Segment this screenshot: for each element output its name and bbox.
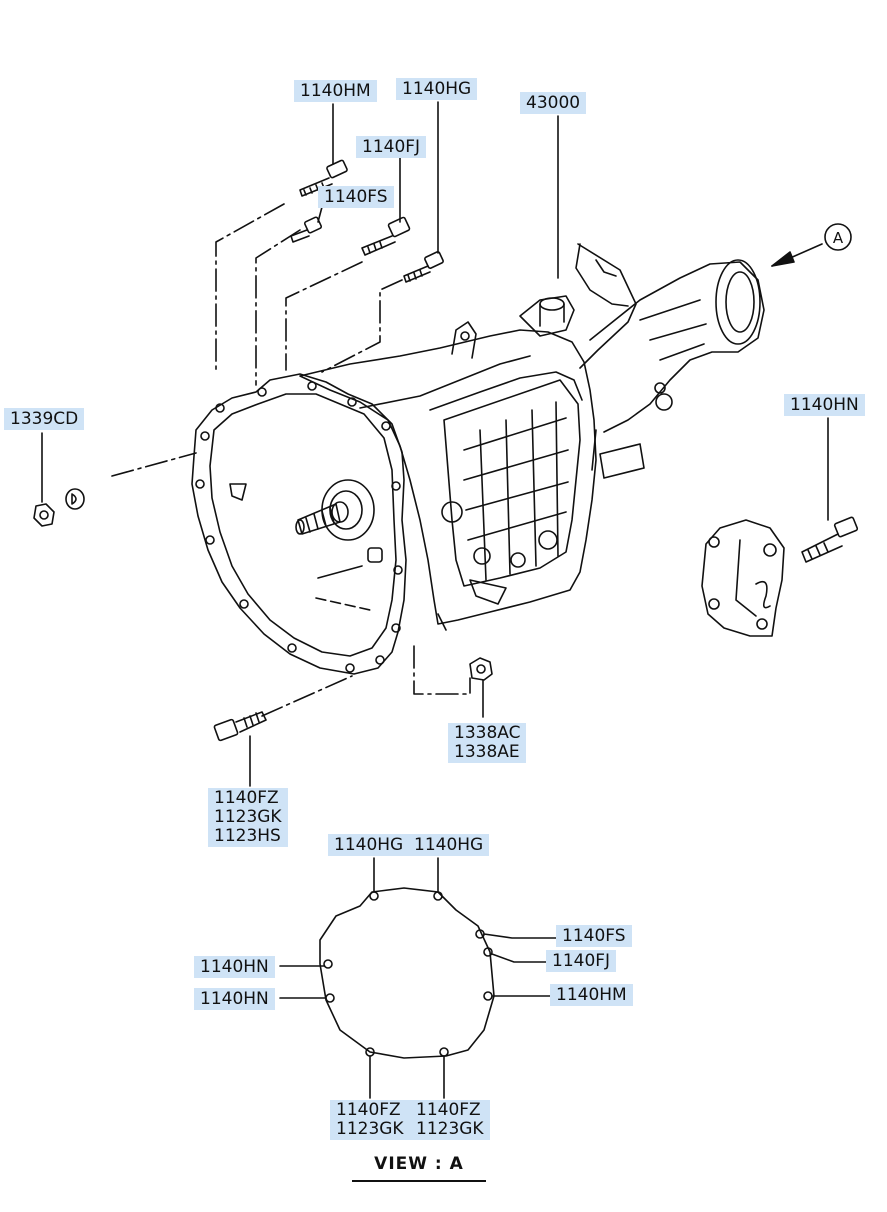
view-label-1140fj: 1140FJ: [546, 950, 617, 972]
bolt-1140hg-icon: [403, 251, 444, 283]
label-1140fz-1123gk-1123hs: 1140FZ 1123GK 1123HS: [208, 788, 288, 847]
input-shaft: [295, 479, 383, 563]
bellhousing: [191, 373, 407, 675]
arrow-head-icon: [771, 251, 795, 267]
washer-icon: [65, 488, 85, 510]
view-label-1140hg-a: 1140HG: [328, 834, 410, 856]
label-1140fs-top: 1140FS: [318, 186, 394, 208]
shift-tower: [519, 243, 637, 369]
bolt-1140hm-icon: [299, 159, 348, 197]
view-a-marker-letter: A: [833, 229, 844, 247]
view-a-marker-icon: [824, 223, 852, 251]
bolt-1140fz-icon: [213, 711, 267, 742]
label-1339cd: 1339CD: [4, 408, 85, 430]
label-1140hg-top: 1140HG: [396, 78, 478, 100]
tail-housing: [589, 259, 765, 479]
view-label-1140hn-b: 1140HN: [194, 988, 275, 1010]
bolt-1140hn-icon: [801, 516, 859, 563]
bolt-1140fj-icon: [361, 216, 411, 256]
bellhousing-bolt-holes: [195, 381, 403, 673]
nut-1338-icon: [469, 657, 493, 681]
view-label-1140fs: 1140FS: [556, 925, 632, 947]
view-label-1140fz-1123gk-a: 1140FZ 1123GK: [330, 1100, 410, 1140]
view-a-outline: [279, 857, 557, 1099]
side-cover-ribs: [443, 379, 581, 587]
view-a-title: VIEW : A: [352, 1154, 486, 1182]
label-1140hn-right: 1140HN: [784, 394, 865, 416]
view-label-1140fz-1123gk-b: 1140FZ 1123GK: [410, 1100, 490, 1140]
view-label-1140hm: 1140HM: [550, 984, 633, 1006]
nut-1339cd-icon: [33, 503, 55, 527]
view-label-1140hg-b: 1140HG: [408, 834, 490, 856]
transmission-mount: [701, 519, 785, 637]
assembly-lines: [111, 203, 471, 717]
label-1140hm-top: 1140HM: [294, 80, 377, 102]
label-43000: 43000: [520, 92, 587, 114]
view-label-1140hn-a: 1140HN: [194, 956, 275, 978]
transmission-case: [299, 329, 597, 625]
bolt-1140fs-icon: [290, 216, 323, 243]
label-1140fj-top: 1140FJ: [356, 136, 427, 158]
label-1338ac-1338ae: 1338AC 1338AE: [448, 723, 527, 763]
